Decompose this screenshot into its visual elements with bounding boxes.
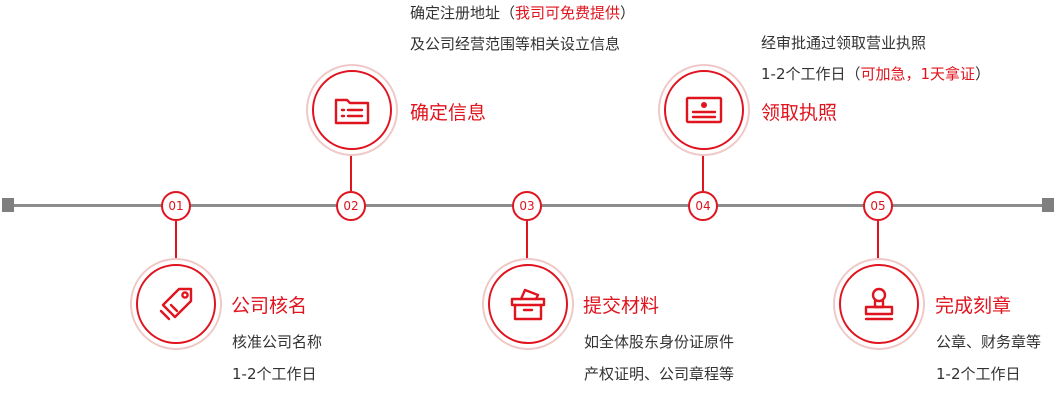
step-desc-02-line2: 及公司经营范围等相关设立信息 bbox=[410, 35, 621, 53]
step-node-04: 04 bbox=[688, 191, 718, 221]
step-node-03: 03 bbox=[512, 191, 542, 221]
step-icon-circle-04 bbox=[664, 70, 744, 150]
folder-list-icon bbox=[334, 98, 370, 125]
step-desc-03-line2: 产权证明、公司章程等 bbox=[584, 365, 735, 383]
step-desc-02-line1: 确定注册地址（我司可免费提供） bbox=[410, 4, 636, 22]
step-desc-04-line1: 经审批通过领取营业执照 bbox=[761, 34, 927, 52]
step-icon-circle-01 bbox=[136, 264, 216, 344]
step-icon-circle-02 bbox=[312, 70, 392, 150]
connector-01 bbox=[175, 221, 177, 265]
connector-02 bbox=[350, 148, 352, 191]
tag-icon bbox=[159, 287, 193, 321]
step-icon-circle-03 bbox=[488, 264, 568, 344]
step-title-01: 公司核名 bbox=[231, 295, 308, 317]
step-title-02: 确定信息 bbox=[410, 102, 487, 124]
step-title-03: 提交材料 bbox=[583, 295, 660, 317]
step-desc-05-line1: 公章、财务章等 bbox=[936, 333, 1042, 351]
license-icon bbox=[685, 96, 723, 124]
step-desc-01-line1: 核准公司名称 bbox=[232, 333, 323, 351]
step-title-04: 领取执照 bbox=[761, 102, 838, 124]
step-node-02: 02 bbox=[336, 191, 366, 221]
step-desc-04-line2: 1-2个工作日（可加急，1天拿证） bbox=[761, 65, 991, 83]
connector-05 bbox=[877, 221, 879, 265]
timeline-end-cap bbox=[1042, 198, 1054, 212]
step-node-05: 05 bbox=[863, 191, 893, 221]
step-title-05: 完成刻章 bbox=[935, 295, 1012, 317]
document-box-icon bbox=[510, 288, 546, 321]
connector-04 bbox=[702, 148, 704, 191]
stamp-icon bbox=[864, 287, 894, 321]
step-desc-05-line2: 1-2个工作日 bbox=[936, 365, 1021, 383]
timeline-start-cap bbox=[2, 198, 14, 212]
connector-03 bbox=[526, 221, 528, 265]
step-icon-circle-05 bbox=[839, 264, 919, 344]
step-desc-03-line1: 如全体股东身份证原件 bbox=[584, 333, 735, 351]
step-desc-01-line2: 1-2个工作日 bbox=[232, 365, 317, 383]
step-node-01: 01 bbox=[161, 191, 191, 221]
